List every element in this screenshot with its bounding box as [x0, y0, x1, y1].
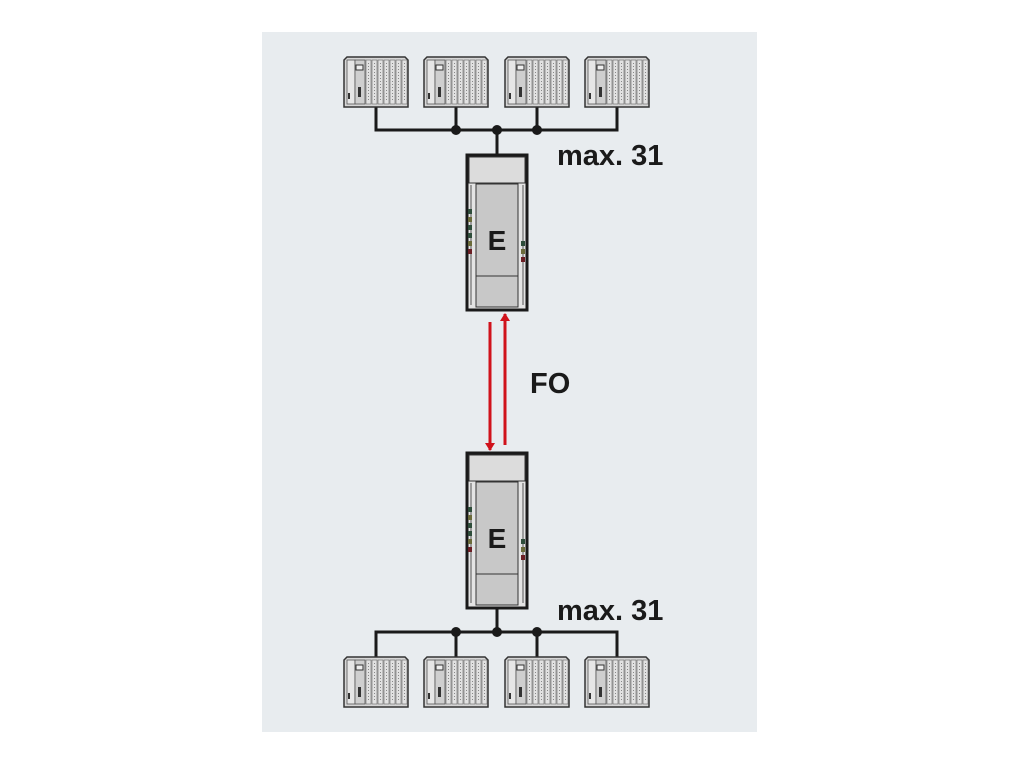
junction-dot — [451, 627, 461, 637]
plc-device — [584, 656, 650, 708]
junction-dot — [451, 125, 461, 135]
junction-dot — [532, 627, 542, 637]
status-led — [468, 539, 472, 544]
junction-dot — [532, 125, 542, 135]
diagram-background — [262, 32, 757, 732]
status-led — [521, 547, 525, 552]
status-led — [468, 523, 472, 528]
plc-device — [343, 56, 409, 108]
status-led — [468, 225, 472, 230]
junction-dot — [492, 125, 502, 135]
status-led — [468, 515, 472, 520]
ethernet-module: E — [465, 153, 529, 312]
status-led — [468, 217, 472, 222]
status-led — [468, 507, 472, 512]
plc-device — [423, 56, 489, 108]
status-led — [521, 249, 525, 254]
status-led — [468, 547, 472, 552]
plc-device — [504, 56, 570, 108]
plc-device — [504, 656, 570, 708]
status-led — [468, 233, 472, 238]
plc-device — [343, 656, 409, 708]
fo-label: FO — [530, 368, 570, 400]
status-led — [521, 257, 525, 262]
plc-device — [584, 56, 650, 108]
status-led — [521, 539, 525, 544]
bottom-count-label: max. 31 — [557, 595, 663, 627]
top-count-label: max. 31 — [557, 140, 663, 172]
plc-device — [423, 656, 489, 708]
status-led — [468, 249, 472, 254]
status-led — [468, 531, 472, 536]
status-led — [521, 241, 525, 246]
status-led — [468, 241, 472, 246]
module-label: E — [488, 225, 507, 256]
status-led — [521, 555, 525, 560]
module-label: E — [488, 523, 507, 554]
status-led — [468, 209, 472, 214]
junction-dot — [492, 627, 502, 637]
ethernet-module: E — [465, 451, 529, 610]
